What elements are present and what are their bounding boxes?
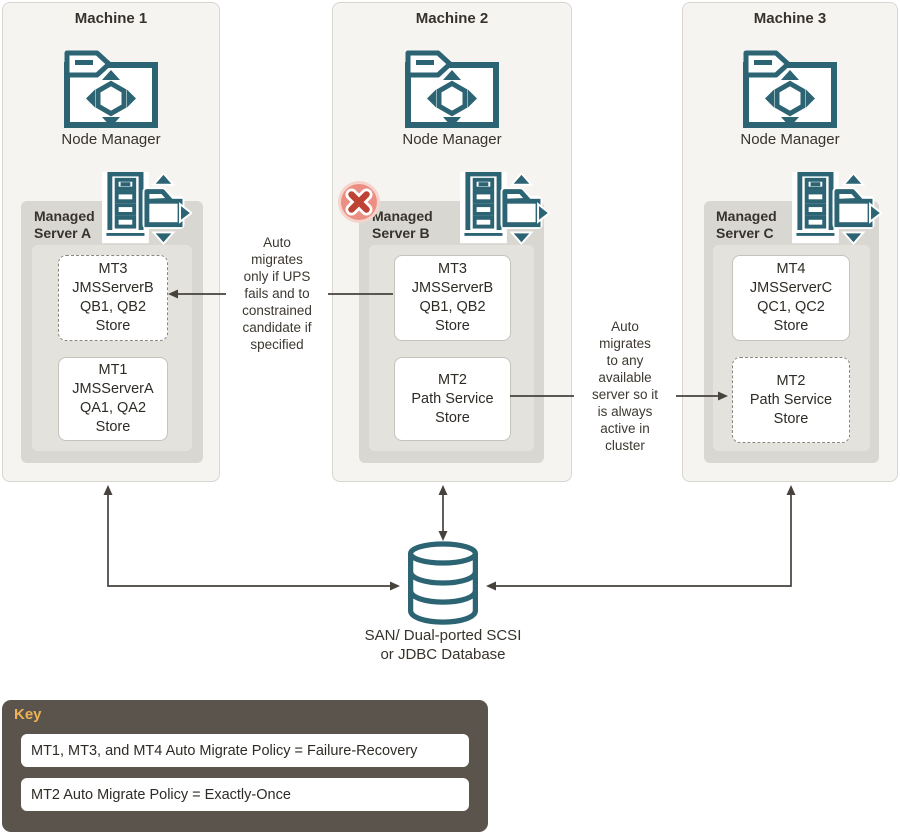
mt2-path-service-migrated-box: MT2 Path Service Store [732,357,850,443]
mt-box-line: MT2 [438,371,467,388]
mt-box-line: Store [435,318,470,334]
mt-box-line: Store [773,410,809,427]
arrowhead-up [438,485,448,495]
mt-box-line: Store [95,419,131,435]
annotation-line: migrates [251,252,303,267]
server-failed-x-icon [337,180,381,229]
annotation-ups-failover: Auto migrates only if UPS fails and to c… [226,232,328,355]
database-cylinder-icon [403,540,483,633]
annotation-line: active in [600,421,650,436]
annotation-line: Auto [263,235,291,250]
managed-server-icon [452,167,551,255]
arrowhead-up [786,485,796,495]
machine-3-title: Machine 3 [753,10,827,27]
annotation-line: only if UPS [243,269,311,284]
mt4-jmsserverc-box: MT4 JMSServerC QC1, QC2 Store [732,255,850,341]
mt-box-line: MT3 [438,261,467,277]
managed-server-icon [94,167,193,255]
managed-server-icon [784,167,883,255]
mt3-jmsserverb-migrated-box: MT3 JMSServerB QB1, QB2 Store [58,255,168,341]
mt2-path-service-box: MT2 Path Service Store [394,357,511,441]
managed-server-b-label: Managed Server B [372,208,433,241]
mt3-jmsserverb-box: MT3 JMSServerB QB1, QB2 Store [394,255,511,341]
node-manager-icon [333,47,571,134]
managed-server-a-label: Managed Server A [34,208,95,241]
key-title: Key [14,706,42,723]
machine-2-title: Machine 2 [415,10,489,27]
node-manager-label: Node Manager [402,131,502,148]
arrowhead-up [103,485,113,495]
annotation-line: migrates [599,336,651,351]
key-item-failure-recovery: MT1, MT3, and MT4 Auto Migrate Policy = … [21,734,469,767]
mt-box-line: QB1, QB2 [79,299,147,315]
annotation-line: candidate if [242,320,312,335]
mt-box-line: JMSServerA [72,381,154,397]
mt-box-line: MT1 [98,362,128,378]
managed-server-c-label: Managed Server C [716,208,777,241]
annotation-line: server so it [591,387,659,402]
mt-box-line: Path Service [411,390,494,407]
mt-box-line: QA1, QA2 [79,400,147,416]
mt-box-line: JMSServerB [411,280,494,296]
annotation-line: specified [250,337,304,352]
annotation-line: is always [597,404,653,419]
annotation-line: cluster [605,438,645,453]
key-item-exactly-once: MT2 Auto Migrate Policy = Exactly-Once [21,778,469,811]
machine-1-panel: Machine 1 Node Manager Managed Server A [2,2,220,482]
machine-3-panel: Machine 3 Node Manager Managed Server C [682,2,898,482]
annotation-line: fails and to [244,286,310,301]
annotation-always-active: Auto migrates to any available server so… [574,316,676,456]
annotation-line: constrained [242,303,312,318]
mt-box-line: MT2 [776,372,806,389]
mt-box-line: MT4 [776,261,806,277]
arrowhead-left [486,581,496,591]
arrow-machine3-database [494,492,792,587]
mt-box-line: MT3 [98,261,128,277]
mt-box-line: JMSServerC [749,280,833,296]
database-label-line: SAN/ Dual-ported SCSI [364,627,522,644]
annotation-line: to any [606,353,644,368]
database-label: SAN/ Dual-ported SCSI or JDBC Database [333,626,553,664]
mt-box-line: Store [435,409,470,426]
annotation-line: Auto [611,319,639,334]
machine-2-panel: Machine 2 Node Manager Managed Server B [332,2,572,482]
mt-box-line: JMSServerB [72,280,154,296]
key-legend: Key MT1, MT3, and MT4 Auto Migrate Polic… [2,700,488,832]
node-manager-icon [683,47,897,134]
mt-box-line: Store [95,318,131,334]
mt-box-line: Store [773,318,809,334]
node-manager-icon [3,47,219,134]
mt-box-line: Path Service [749,391,833,408]
node-manager-label: Node Manager [740,131,840,148]
mt-box-line: QB1, QB2 [419,299,486,315]
mt1-jmsservera-box: MT1 JMSServerA QA1, QA2 Store [58,357,168,441]
machine-1-title: Machine 1 [74,10,148,27]
annotation-line: available [598,370,652,385]
arrow-machine1-database [107,492,392,587]
arrowhead-right [390,581,400,591]
node-manager-label: Node Manager [61,131,161,148]
database-label-line: or JDBC Database [380,646,506,663]
mt-box-line: QC1, QC2 [757,299,825,315]
